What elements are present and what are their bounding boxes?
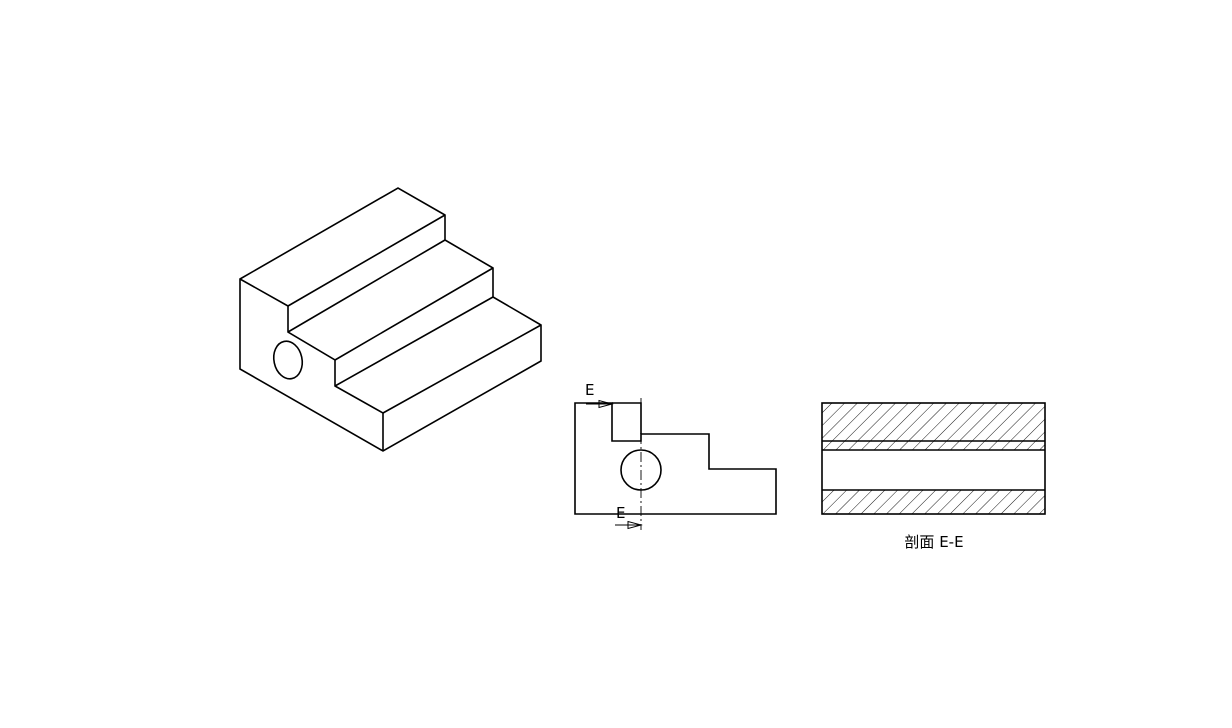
section-caption: 剖面 E-E bbox=[904, 533, 963, 551]
section-outline bbox=[821, 402, 1046, 515]
isometric-view bbox=[239, 187, 542, 452]
iso-silhouette bbox=[239, 187, 542, 452]
front-view-outline bbox=[574, 402, 777, 515]
iso-tread-2-back-edge bbox=[287, 239, 446, 333]
front-view-step-top bbox=[612, 402, 642, 434]
section-hatch-top bbox=[822, 403, 1045, 450]
iso-left-face-edges bbox=[239, 278, 384, 451]
section-view: 剖面 E-E bbox=[821, 402, 1046, 551]
cutting-marker-bottom-label: E bbox=[616, 504, 625, 522]
iso-tread-3-back-edge bbox=[334, 296, 494, 387]
iso-hole bbox=[272, 340, 304, 380]
iso-tread-2-front-edge bbox=[334, 267, 494, 361]
cutting-arrow-top-head bbox=[598, 399, 614, 409]
iso-tread-1-edge bbox=[287, 214, 446, 307]
iso-tread-3-front-edge bbox=[382, 324, 542, 414]
cutting-arrow-bottom-head bbox=[627, 520, 643, 530]
cutting-marker-top-label: E bbox=[585, 381, 594, 399]
front-view: E E bbox=[574, 381, 777, 530]
section-hatch-bottom bbox=[822, 490, 1045, 514]
